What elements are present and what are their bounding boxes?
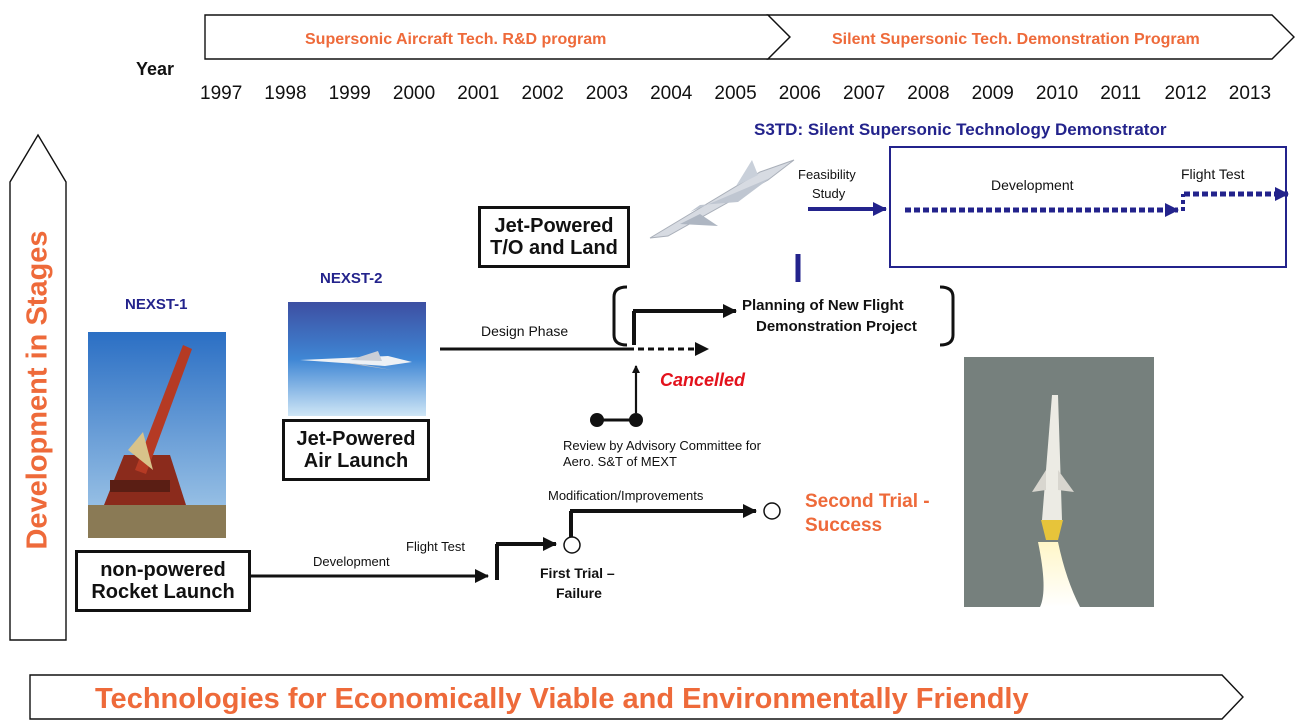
planning-line-2: Demonstration Project: [756, 318, 917, 335]
rocket-launch-photo: [964, 357, 1154, 607]
feasibility-label-2: Study: [812, 186, 846, 201]
year-2003: 2003: [585, 83, 629, 104]
year-2000: 2000: [392, 83, 436, 104]
nexst2-box-line-1: Jet-Powered: [296, 428, 416, 450]
year-1998: 1998: [264, 83, 307, 104]
s3td-flight-test-label: Flight Test: [1181, 166, 1245, 182]
jet-takeoff-line-1: Jet-Powered: [494, 215, 614, 237]
nexst1-box-line-1: non-powered: [100, 559, 226, 581]
year-2013: 2013: [1228, 83, 1272, 104]
year-2011: 2011: [1100, 83, 1142, 104]
year-2007: 2007: [843, 83, 886, 104]
program-label-silent: Silent Supersonic Tech. Demonstration Pr…: [832, 31, 1200, 48]
year-2005: 2005: [714, 83, 757, 104]
program-label-rd: Supersonic Aircraft Tech. R&D program: [305, 31, 607, 48]
bottom-banner-arrow: [29, 674, 1244, 720]
s3td-aircraft-render: [649, 159, 795, 239]
nexst2-label: NEXST-2: [320, 270, 383, 287]
s3td-title: S3TD: Silent Supersonic Technology Demon…: [754, 120, 1167, 139]
second-trial-line-1: Second Trial -: [805, 491, 930, 512]
nexst1-box: non-powered Rocket Launch: [75, 550, 251, 612]
s3td-box: [889, 146, 1287, 268]
year-1999: 1999: [328, 83, 371, 104]
year-2010: 2010: [1035, 83, 1079, 104]
stages-arrow: [9, 133, 67, 641]
program-arrow-silent: [766, 14, 1295, 60]
stages-label: Development in Stages: [21, 230, 54, 550]
nexst1-box-line-2: Rocket Launch: [91, 581, 235, 603]
jet-takeoff-line-2: T/O and Land: [490, 237, 618, 259]
review-line-2: Aero. S&T of MEXT: [563, 454, 677, 469]
nexst2-box: Jet-Powered Air Launch: [282, 419, 430, 481]
planning-line-1: Planning of New Flight: [742, 297, 904, 314]
year-2004: 2004: [650, 83, 693, 104]
bracket-left: [612, 285, 628, 347]
year-2009: 2009: [971, 83, 1014, 104]
nexst2-box-line-2: Air Launch: [303, 450, 409, 472]
nexst2-jet-photo: [288, 302, 426, 416]
jet-takeoff-box: Jet-Powered T/O and Land: [478, 206, 630, 268]
year-2012: 2012: [1164, 83, 1207, 104]
year-2006: 2006: [778, 83, 821, 104]
second-trial-line-2: Success: [805, 515, 883, 536]
feasibility-label-1: Feasibility: [798, 167, 856, 182]
cancelled-label: Cancelled: [660, 370, 746, 390]
s3td-development-label: Development: [991, 177, 1074, 193]
bottom-banner-text: Technologies for Economically Viable and…: [95, 683, 1029, 715]
first-trial-line-2: Failure: [556, 585, 602, 601]
year-2001: 2001: [457, 83, 500, 104]
nexst1-flight-test-label: Flight Test: [406, 539, 466, 554]
modification-label: Modification/Improvements: [548, 488, 704, 503]
nexst1-development-label: Development: [313, 554, 390, 569]
design-phase-label: Design Phase: [481, 323, 569, 339]
bracket-right: [939, 285, 955, 347]
review-line-1: Review by Advisory Committee for: [563, 438, 761, 453]
nexst1-label: NEXST-1: [125, 296, 188, 313]
year-2008: 2008: [907, 83, 950, 104]
year-1997: 1997: [200, 83, 243, 104]
first-trial-line-1: First Trial –: [540, 565, 615, 581]
year-label: Year: [136, 59, 175, 79]
year-2002: 2002: [521, 83, 564, 104]
nexst1-rocket-photo: [88, 332, 226, 538]
